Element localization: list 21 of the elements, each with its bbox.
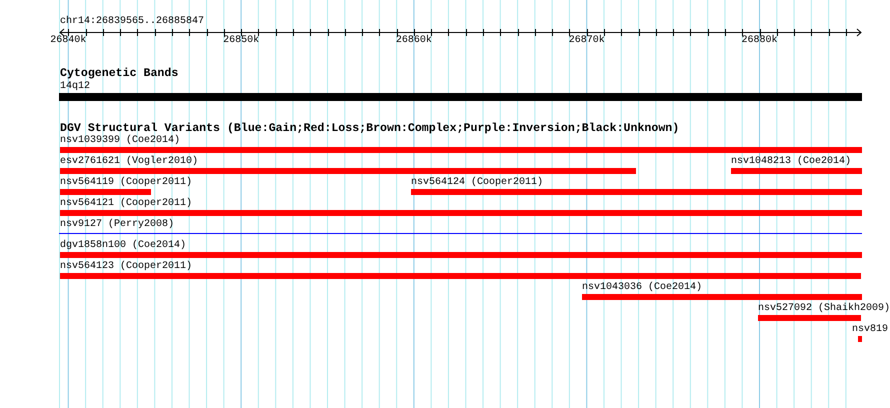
- feature-label: dgv1858n100 (Coe2014): [60, 240, 186, 252]
- genomic-location: chr14:26839565..26885847: [60, 16, 204, 28]
- feature-label: nsv564119 (Cooper2011): [60, 176, 192, 188]
- feature-label: nsv1043036 (Coe2014): [582, 282, 702, 294]
- feature-label: nsv564124 (Cooper2011): [411, 176, 544, 188]
- tick-label: 26850k: [223, 35, 260, 47]
- feature-label: esv2761621 (Vogler2010): [60, 156, 198, 168]
- feature-label: nsv819: [852, 324, 888, 336]
- tick-label: 26880k: [742, 35, 778, 47]
- feature-label: nsv1048213 (Coe2014): [731, 156, 852, 168]
- track-title: DGV Structural Variants (Blue:Gain;Red:Loss;Brown:Complex;Purple:Inversion;Black:Unknown): [60, 122, 680, 135]
- feature-label: nsv564121 (Cooper2011): [60, 198, 192, 210]
- feature-label: nsv9127 (Perry2008): [60, 218, 174, 230]
- feature-label: nsv1039399 (Coe2014): [60, 134, 180, 146]
- feature-label: nsv527092 (Shaikh2009): [758, 302, 890, 314]
- tick-label: 26840k: [50, 35, 86, 47]
- band-label: 14q12: [60, 80, 90, 92]
- track-title: Cytogenetic Bands: [60, 67, 178, 81]
- feature-label: nsv564123 (Cooper2011): [60, 260, 192, 272]
- tick-label: 26860k: [396, 35, 432, 47]
- tick-label: 26870k: [568, 35, 605, 47]
